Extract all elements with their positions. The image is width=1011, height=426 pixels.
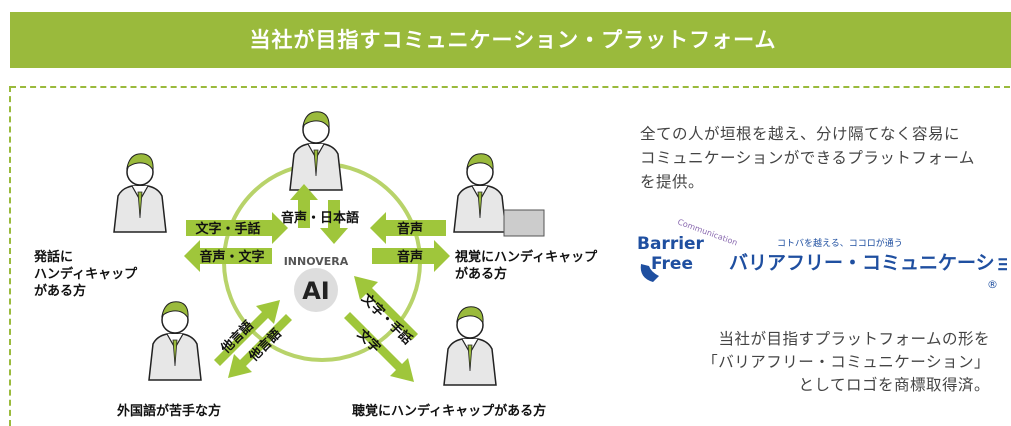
description-line: 全ての人が垣根を越え、分け隔てなく容易に [640,125,961,143]
person-top-icon [289,111,343,191]
description-line: を提供。 [640,173,705,191]
center-hub: INNOVERA × AI [284,255,349,312]
divider-left [9,86,11,426]
arrow-top-label: 音声・日本語 [281,210,359,226]
arrow-left [184,212,288,272]
arrow-bottom-right [344,276,418,382]
label-speech-1: 発話に [33,249,73,265]
label-speech-2: ハンディキャップ [34,266,138,282]
arrow-left-out-label: 文字・手話 [195,221,260,237]
arrow-right-in-label: 音声 [397,221,423,237]
person-right-icon [453,153,545,237]
ai-label: AI [302,277,330,305]
page-title: 当社が目指すコミュニケーション・プラットフォーム [249,28,777,52]
label-foreign: 外国語が苦手な方 [116,403,221,419]
note-line: 当社が目指すプラットフォームの形を [718,330,990,348]
description-text: 全ての人が垣根を越え、分け隔てなく容易に コミュニケーションができるプラットフォ… [640,122,1010,194]
trademark-note: 当社が目指すプラットフォームの形を 「バリアフリー・コミュニケーション」 として… [640,328,990,397]
header-banner: 当社が目指すコミュニケーション・プラットフォーム [10,12,1011,68]
barrier-free-logo: Barrier Free Communication コトバを越える、ココロが通… [637,217,1007,291]
person-bottom-right-icon [443,306,497,386]
ai-circle [294,268,338,312]
logo-tagline: コトバを越える、ココロが通う [777,237,903,249]
logo-free: Free [651,254,693,274]
label-visual-1: 視覚にハンディキャップ [454,249,598,265]
label-speech-3: がある方 [34,283,86,299]
logo-name: バリアフリー・コミュニケーション [729,252,1007,274]
arrow-left-in-label: 音声・文字 [199,249,264,265]
description-line: コミュニケーションができるプラットフォーム [640,149,975,167]
note-line: としてロゴを商標取得済。 [798,376,990,394]
arrow-right [370,212,450,272]
label-hearing: 聴覚にハンディキャップがある方 [352,403,546,419]
arrow-top [290,184,348,244]
person-bottom-left-icon [148,301,202,381]
logo-barrier: Barrier [637,234,705,254]
arrow-bottom-left [214,300,292,378]
label-visual-2: がある方 [455,266,507,282]
divider-top [10,86,1010,88]
note-line: 「バリアフリー・コミュニケーション」 [702,353,990,371]
brand-logo-text: INNOVERA [284,255,349,268]
arrow-right-out-label: 音声 [397,249,423,265]
registered-mark: ® [987,278,998,291]
person-left-icon [113,153,167,233]
phone-icon [640,264,659,282]
